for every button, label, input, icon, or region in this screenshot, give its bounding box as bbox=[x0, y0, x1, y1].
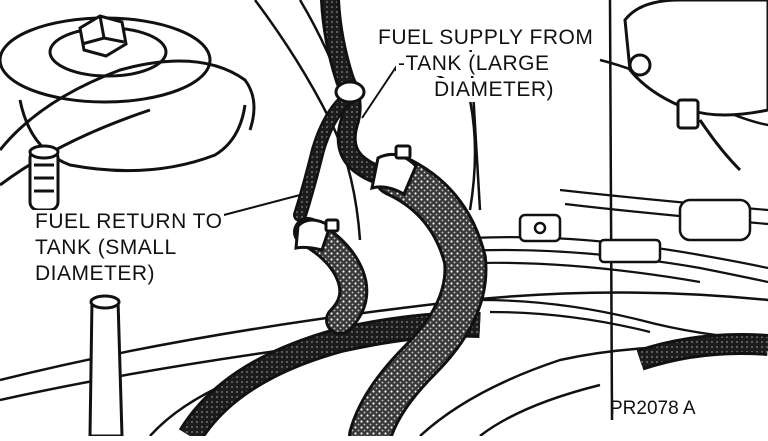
callout-leaders bbox=[219, 63, 399, 217]
supply-label-line2: -TANK (LARGE bbox=[396, 52, 552, 76]
mount-nut bbox=[78, 14, 128, 58]
mount-stud bbox=[28, 144, 60, 212]
supply-label-line1: FUEL SUPPLY FROM bbox=[376, 26, 596, 50]
fuel-supply-line bbox=[320, 0, 488, 441]
return-label-line1: FUEL RETURN TO bbox=[33, 210, 225, 234]
upper-right-bracket bbox=[623, 0, 768, 172]
harness-connector bbox=[518, 198, 752, 264]
line-fitting bbox=[334, 80, 366, 104]
support-post bbox=[88, 294, 124, 438]
figure-code: PR2078 A bbox=[610, 398, 696, 419]
return-hose-clamp bbox=[294, 218, 340, 252]
return-label-line2: TANK (SMALL bbox=[33, 236, 179, 260]
supply-label-line3: DIAMETER) bbox=[432, 78, 556, 102]
supply-hose-clamp bbox=[370, 144, 418, 197]
return-label-line3: DIAMETER) bbox=[33, 262, 157, 286]
